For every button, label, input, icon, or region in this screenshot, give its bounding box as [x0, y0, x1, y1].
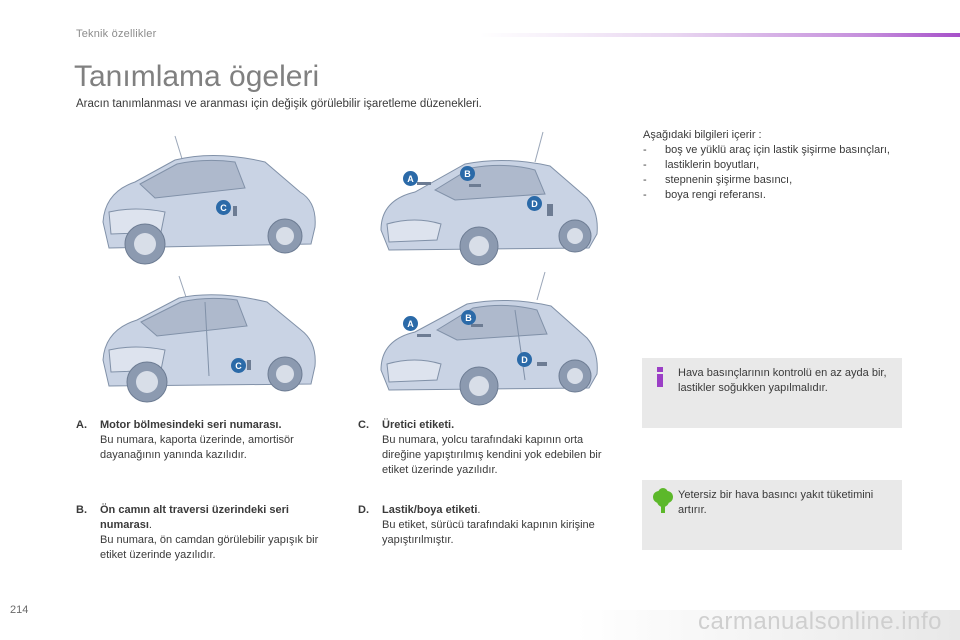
eco-note-text: Yetersiz bir hava basıncı yakıt tüketimi… [678, 489, 874, 516]
eco-note: Yetersiz bir hava basıncı yakıt tüketimi… [642, 480, 902, 550]
entry-heading: Üretici etiketi. [382, 419, 455, 431]
info-list: Aşağıdaki bilgileri içerir : -boş ve yük… [643, 128, 923, 203]
entry-letter: A. [76, 419, 87, 431]
watermark: carmanualsonline.info [698, 608, 942, 635]
entry-heading: Motor bölmesindeki seri numarası. [100, 419, 282, 431]
marker-c: C [216, 200, 231, 215]
entry-text: Bu numara, ön camdan görülebilir yapışık… [100, 534, 319, 561]
entry-letter: D. [358, 504, 369, 516]
entry-d: D. Lastik/boya etiketi. Bu etiket, sürüc… [358, 503, 620, 548]
car-front-3door-illustration: A B D [375, 130, 605, 270]
entry-letter: C. [358, 419, 369, 431]
info-list-item: -boya rengi referansı. [643, 189, 766, 201]
entry-text: Bu numara, kaporta üzerinde, amortisör d… [100, 434, 294, 461]
entry-b: B. Ön camın alt traversi üzerindeki seri… [76, 503, 336, 563]
info-note: Hava basınçlarının kontrolü en az ayda b… [642, 358, 902, 428]
info-list-intro: Aşağıdaki bilgileri içerir : [643, 129, 762, 141]
info-icon [652, 366, 668, 393]
header-accent-bar [480, 33, 960, 37]
page-title: Tanımlama ögeleri [74, 60, 320, 93]
marker-d: D [527, 196, 542, 211]
car-front-5door-illustration: A B D [375, 270, 605, 410]
marker-a: A [403, 171, 418, 186]
eco-tree-icon [652, 488, 674, 519]
footer-band [0, 610, 960, 640]
marker-b: B [460, 166, 475, 181]
car-rear-5door-illustration: C [95, 272, 325, 412]
entry-heading: Ön camın alt traversi üzerindeki seri nu… [100, 504, 289, 531]
info-list-item: -lastiklerin boyutları, [643, 159, 760, 171]
marker-a: A [403, 316, 418, 331]
marker-c: C [231, 358, 246, 373]
page-subtitle: Aracın tanımlanması ve aranması için değ… [76, 98, 482, 110]
entry-a: A. Motor bölmesindeki seri numarası. Bu … [76, 418, 336, 463]
page-number: 214 [10, 604, 29, 616]
marker-b: B [461, 310, 476, 325]
entry-heading: Lastik/boya etiketi [382, 504, 478, 516]
info-list-item: -stepnenin şişirme basıncı, [643, 174, 793, 186]
entry-text: Bu numara, yolcu tarafındaki kapının ort… [382, 434, 602, 476]
entry-text: Bu etiket, sürücü tarafındaki kapının ki… [382, 519, 595, 546]
info-list-item: -boş ve yüklü araç için lastik şişirme b… [643, 144, 890, 156]
entry-letter: B. [76, 504, 87, 516]
section-label: Teknik özellikler [76, 28, 157, 40]
info-note-text: Hava basınçlarının kontrolü en az ayda b… [678, 367, 887, 394]
marker-d: D [517, 352, 532, 367]
entry-c: C. Üretici etiketi. Bu numara, yolcu tar… [358, 418, 620, 478]
car-rear-3door-illustration: C [95, 132, 325, 272]
